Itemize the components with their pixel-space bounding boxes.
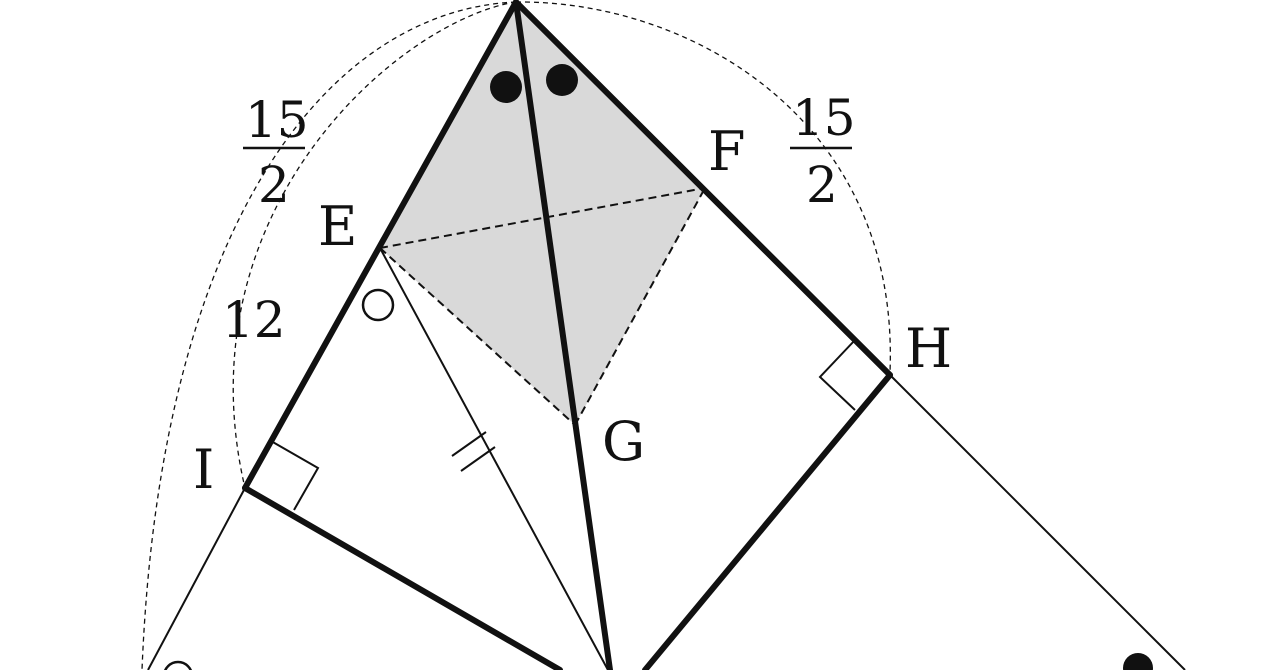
point-label-i: I [193,438,214,501]
dashed-segment-eg [379,247,576,426]
thick-line-h-to-bottom [642,372,893,670]
thin-line-i-extension [147,487,246,670]
thick-line-top-to-h [513,0,893,378]
point-label-f: F [708,120,745,183]
length-right-upper-numerator: 15 [792,89,856,147]
thick-line-i-to-bottom [242,485,563,670]
length-right-upper-denominator: 2 [806,156,838,214]
shaded-region [380,2,705,425]
angle-dot-right [546,64,578,96]
tick-mark-2 [460,446,496,472]
dashed-segment-gf [574,187,706,426]
dashed-arc-right [515,1,891,373]
thick-line-top-to-bottom [513,0,613,670]
thin-line-e-to-bottom [379,247,609,670]
length-left-upper-denominator: 2 [258,156,290,214]
point-label-g: G [602,410,645,473]
length-left-lower: 12 [222,291,286,349]
right-angle-marker-i [270,440,320,511]
angle-dot-bottom-right [1123,653,1153,670]
tick-mark-1 [451,431,487,457]
angle-circle-e [361,288,395,322]
right-angle-marker-h [818,339,856,411]
dashed-arc-outer-left [141,1,517,670]
point-label-e: E [318,195,357,258]
angle-circle-bottom-left [163,660,193,670]
point-label-h: H [905,317,952,380]
thick-line-top-to-i [242,0,519,491]
length-left-upper-numerator: 15 [245,91,309,149]
thin-line-h-extension [889,374,1186,670]
dashed-segment-ef [379,187,706,249]
angle-dot-left [490,71,522,103]
dashed-arc-inner-left [232,1,517,489]
